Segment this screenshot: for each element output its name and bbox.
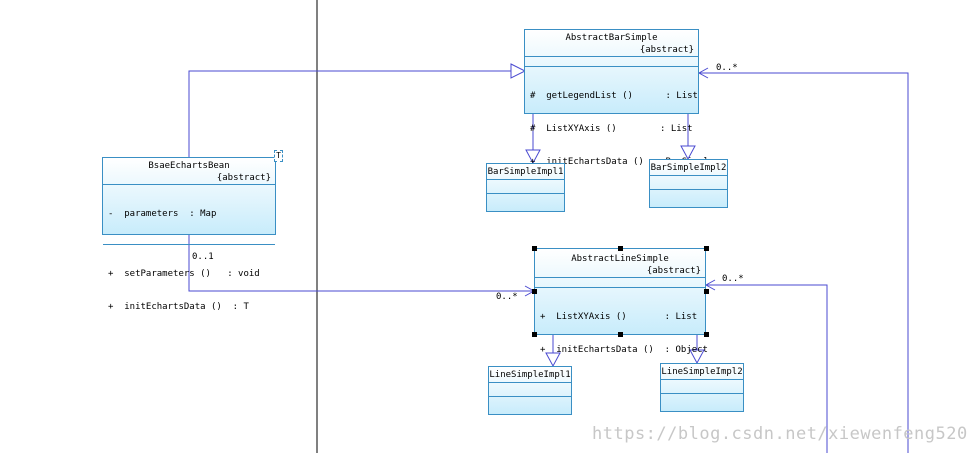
multiplicity-label: 0..* (722, 274, 744, 284)
selection-handle[interactable] (532, 332, 537, 337)
multiplicity-label: 0..* (716, 63, 738, 73)
class-header: BarSimpleImpl2 (650, 160, 727, 175)
operations-section (487, 193, 564, 207)
class-abstract-line-simple[interactable]: AbstractLineSimple {abstract} + ListXYAx… (534, 248, 708, 355)
class-name: AbstractBarSimple (565, 33, 658, 43)
attributes-section (650, 175, 727, 189)
class-name: AbstractLineSimple (571, 254, 669, 264)
operations-section (650, 189, 727, 203)
operation: + initEchartsData () : Object (540, 345, 708, 355)
class-bsae-echarts-bean[interactable]: T BsaeEchartsBean {abstract} - parameter… (102, 150, 283, 312)
class-name: BarSimpleImpl1 (487, 167, 564, 177)
class-stereotype: {abstract} (216, 173, 271, 183)
operation: + setParameters () : void (108, 269, 260, 279)
operation: # ListXYAxis () : List (530, 124, 693, 134)
operations-section: + setParameters () : void + initEchartsD… (103, 244, 275, 337)
association-right-line (706, 284, 828, 453)
attributes-section (487, 179, 564, 193)
class-bar-simple-impl1[interactable]: BarSimpleImpl1 (486, 163, 565, 212)
open-arrowhead (697, 67, 709, 79)
class-header: LineSimpleImpl1 (489, 367, 571, 382)
class-header: AbstractBarSimple {abstract} (525, 30, 698, 56)
attribute: - parameters : Map (108, 209, 217, 219)
selection-handle[interactable] (704, 332, 709, 337)
class-abstract-bar-simple[interactable]: AbstractBarSimple {abstract} # getLegend… (524, 29, 714, 167)
class-bar-simple-impl2[interactable]: BarSimpleImpl2 (649, 159, 728, 208)
class-name: LineSimpleImpl1 (489, 370, 571, 380)
selection-handle[interactable] (704, 289, 709, 294)
watermark-text: https://blog.csdn.net/xiewenfeng520 (592, 424, 968, 444)
generalization-arrowhead (689, 349, 705, 365)
attributes-section: - parameters : Map (103, 184, 275, 244)
operations-section (661, 393, 743, 407)
attributes-section (489, 382, 571, 396)
attributes-section (535, 277, 705, 287)
association-right-bar (699, 72, 909, 453)
multiplicity-label: 0..1 (192, 252, 214, 262)
generalization-bsae-to-bar (188, 70, 511, 157)
multiplicity-label: 0..* (496, 292, 518, 302)
class-line-simple-impl2[interactable]: LineSimpleImpl2 (660, 363, 744, 412)
class-header: LineSimpleImpl2 (661, 364, 743, 379)
operation: + ListXYAxis () : List (540, 312, 698, 322)
operation: + initEchartsData () : T (108, 302, 249, 312)
class-line-simple-impl1[interactable]: LineSimpleImpl1 (488, 366, 572, 415)
class-stereotype: {abstract} (639, 45, 694, 55)
template-parameter: T (274, 150, 283, 162)
class-name: LineSimpleImpl2 (661, 367, 743, 377)
selection-handle[interactable] (532, 246, 537, 251)
operations-section: + ListXYAxis () : List + initEchartsData… (535, 287, 708, 380)
selection-handle[interactable] (618, 332, 623, 337)
generalization-arrowhead (545, 352, 561, 368)
selection-handle[interactable] (532, 289, 537, 294)
class-header: BsaeEchartsBean {abstract} (103, 158, 275, 184)
attributes-section (661, 379, 743, 393)
association-bsae-to-line (188, 235, 534, 292)
generalization-arrowhead (510, 63, 527, 79)
class-name: BarSimpleImpl2 (650, 163, 727, 173)
selection-handle[interactable] (704, 246, 709, 251)
operations-section (489, 396, 571, 410)
class-header: BarSimpleImpl1 (487, 164, 564, 179)
generalization-arrowhead (525, 149, 541, 165)
class-stereotype: {abstract} (646, 266, 701, 276)
open-arrowhead (704, 279, 716, 291)
operation: # getLegendList () : List (530, 91, 698, 101)
class-name: BsaeEchartsBean (148, 161, 230, 171)
generalization-arrowhead (680, 145, 696, 161)
class-header: AbstractLineSimple {abstract} (535, 249, 705, 277)
attributes-section (525, 56, 698, 66)
selection-handle[interactable] (618, 246, 623, 251)
